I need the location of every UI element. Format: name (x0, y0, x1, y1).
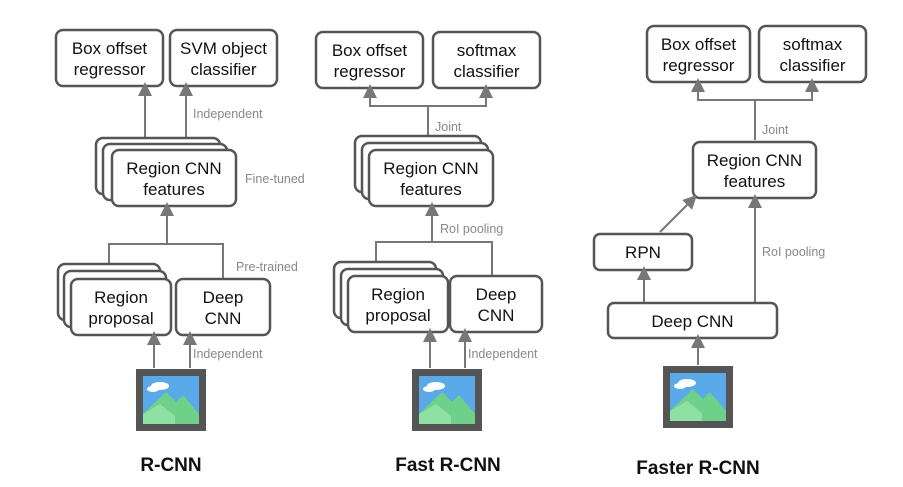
fast-box-offset-regressor: Box offset regressor (314, 30, 425, 90)
rcnn-classifier-line2: classifier (190, 60, 256, 79)
rcnn-region-cnn-features-stack: Region CNN features (94, 136, 238, 208)
faster-features-line2: features (724, 172, 785, 191)
fast-rcnn-column: Box offset regressor softmax classifier … (314, 30, 544, 476)
fast-image-icon (412, 369, 482, 431)
fast-deep-cnn: Deep CNN (448, 274, 544, 334)
fast-box-offset-line1: Box offset (332, 41, 408, 60)
faster-classifier-line2: classifier (779, 56, 845, 75)
faster-box-offset-line2: regressor (663, 56, 735, 75)
fast-deep-cnn-line1: Deep (476, 285, 517, 304)
rcnn-box-offset-line2: regressor (74, 60, 146, 79)
rcnn-features-line1: Region CNN (126, 159, 221, 178)
faster-arrow-rpn-to-features (659, 195, 697, 233)
fast-rcnn-title: Fast R-CNN (395, 455, 501, 476)
rcnn-annotation-pre-trained: Pre-trained (236, 260, 298, 274)
faster-annotation-joint: Joint (762, 123, 789, 137)
faster-features-line1: Region CNN (707, 151, 802, 170)
faster-box-offset-line1: Box offset (661, 35, 737, 54)
rcnn-box-offset-line1: Box offset (72, 39, 148, 58)
fast-connector-joint-bar (369, 92, 487, 107)
fast-features-line2: features (400, 180, 461, 199)
rcnn-region-proposal-stack: Region proposal (56, 262, 173, 337)
faster-region-cnn-features: Region CNN features (691, 140, 818, 200)
rcnn-proposal-line2: proposal (88, 309, 153, 328)
fast-box-offset-line2: regressor (334, 62, 406, 81)
faster-classifier-line1: softmax (783, 35, 843, 54)
fast-features-line1: Region CNN (383, 159, 478, 178)
rcnn-svm-classifier: SVM object classifier (168, 28, 279, 88)
rcnn-column: Box offset regressor SVM object classifi… (54, 28, 305, 476)
rcnn-deep-cnn-line1: Deep (203, 288, 244, 307)
fast-softmax-classifier: softmax classifier (431, 30, 542, 90)
fast-proposal-line1: Region (371, 285, 425, 304)
fast-region-proposal-stack: Region proposal (332, 260, 450, 334)
rcnn-image-icon (136, 369, 206, 431)
fast-annotation-independent: Independent (468, 347, 538, 361)
faster-deep-cnn: Deep CNN (606, 301, 779, 340)
rcnn-deep-cnn-line2: CNN (205, 309, 242, 328)
faster-rcnn-column: Box offset regressor softmax classifier … (592, 24, 868, 479)
rcnn-annotation-independent-bottom: Independent (193, 347, 263, 361)
rcnn-box-offset-regressor: Box offset regressor (54, 28, 165, 88)
rcnn-annotation-fine-tuned: Fine-tuned (245, 172, 305, 186)
fast-region-cnn-features-stack: Region CNN features (353, 134, 495, 208)
faster-rpn: RPN (592, 232, 694, 272)
fast-classifier-line1: softmax (457, 41, 517, 60)
faster-image-icon (663, 366, 733, 428)
rcnn-features-line2: features (143, 180, 204, 199)
faster-rcnn-title: Faster R-CNN (636, 458, 760, 479)
faster-deep-cnn-label: Deep CNN (651, 312, 733, 331)
faster-rpn-label: RPN (625, 243, 661, 262)
fast-annotation-roi-pooling: RoI pooling (440, 222, 503, 236)
faster-box-offset-regressor: Box offset regressor (645, 24, 752, 84)
faster-annotation-roi-pooling: RoI pooling (762, 245, 825, 259)
fast-deep-cnn-line2: CNN (478, 306, 515, 325)
faster-softmax-classifier: softmax classifier (757, 24, 868, 84)
rcnn-deep-cnn: Deep CNN (174, 277, 272, 337)
rcnn-proposal-line1: Region (94, 288, 148, 307)
fast-annotation-joint: Joint (435, 120, 462, 134)
rcnn-title: R-CNN (140, 455, 201, 476)
fast-classifier-line2: classifier (453, 62, 519, 81)
faster-connector-joint-bar (697, 86, 813, 101)
rcnn-classifier-line1: SVM object (180, 39, 267, 58)
fast-connector-merge (375, 241, 493, 279)
fast-proposal-line2: proposal (365, 306, 430, 325)
rcnn-annotation-independent-top: Independent (193, 107, 263, 121)
